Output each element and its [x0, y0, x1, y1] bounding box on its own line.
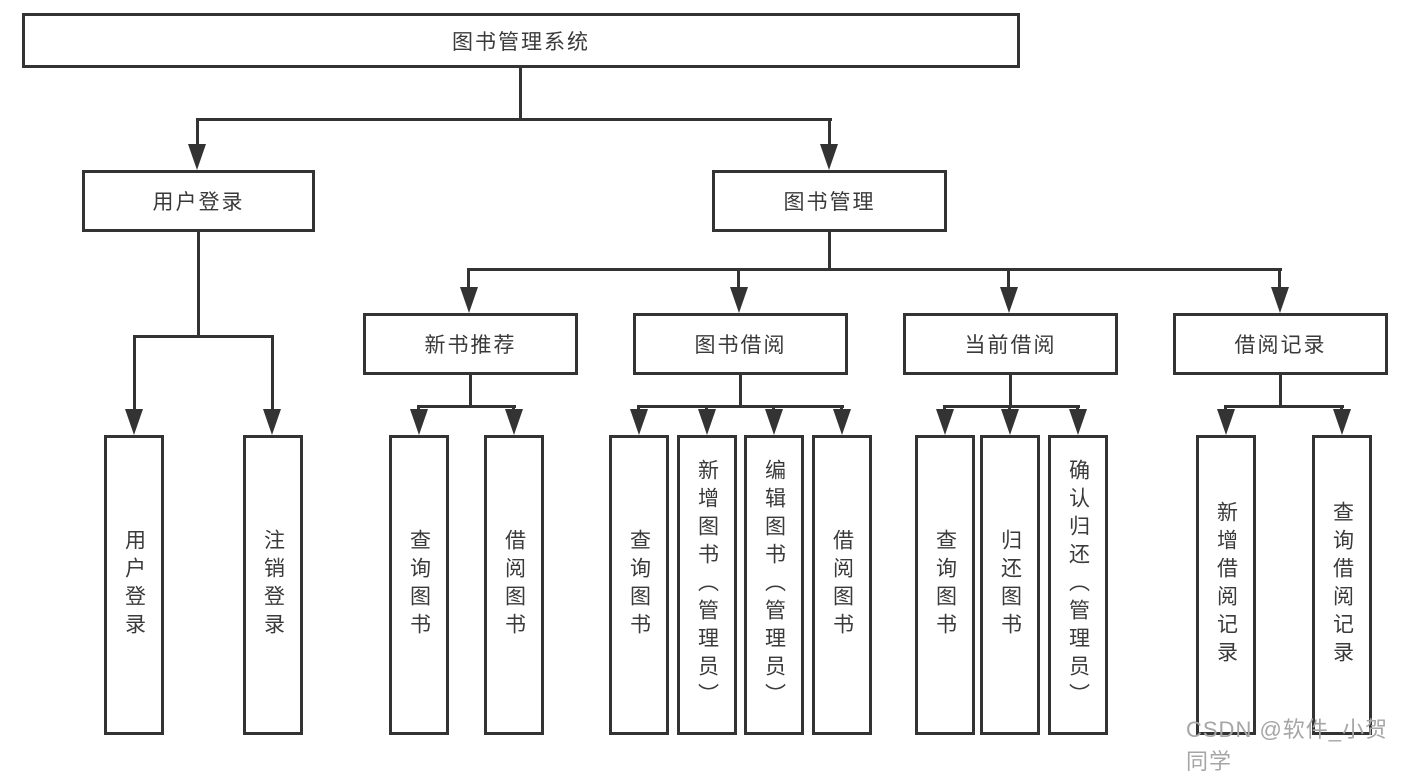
leaf-user-login: 用户登录: [104, 435, 164, 735]
connector-line: [828, 232, 831, 270]
leaf-query-books-2-label: 查询图书: [627, 529, 651, 641]
arrow-down-icon: [936, 409, 954, 435]
connector-line: [196, 118, 199, 148]
leaf-confirm-return-admin: 确认归还（管理员）: [1048, 435, 1108, 735]
connector-line: [1278, 268, 1281, 292]
connector-line: [1225, 405, 1344, 408]
arrow-down-icon: [410, 409, 428, 435]
leaf-query-books-1: 查询图书: [389, 435, 449, 735]
node-library-system: 图书管理系统: [22, 13, 1020, 68]
leaf-confirm-return-admin-label: 确认归还（管理员）: [1066, 459, 1090, 711]
leaf-borrow-books-1: 借阅图书: [484, 435, 544, 735]
leaf-logout-label: 注销登录: [261, 529, 285, 641]
arrow-down-icon: [630, 409, 648, 435]
watermark-text: CSDN @软件_小贺同学: [1186, 717, 1389, 774]
arrow-down-icon: [263, 409, 281, 435]
connector-line: [1007, 268, 1010, 292]
connector-line: [1009, 375, 1012, 407]
arrow-down-icon: [765, 409, 783, 435]
leaf-query-borrow-record-label: 查询借阅记录: [1330, 501, 1354, 669]
leaf-return-books: 归还图书: [980, 435, 1040, 735]
arrow-down-icon: [1001, 409, 1019, 435]
leaf-add-borrow-record-label: 新增借阅记录: [1214, 501, 1238, 669]
arrow-down-icon: [1271, 287, 1289, 313]
connector-line: [467, 268, 470, 292]
diagram-canvas: 图书管理系统 用户登录 图书管理 新书推荐 图书借阅 当前借阅 借阅记录 用户登…: [22, 13, 1388, 774]
connector-line: [196, 118, 832, 121]
leaf-borrow-books-1-label: 借阅图书: [502, 529, 526, 641]
leaf-borrow-books-2-label: 借阅图书: [830, 529, 854, 641]
arrow-down-icon: [833, 409, 851, 435]
node-user-login: 用户登录: [82, 170, 315, 232]
arrow-down-icon: [505, 409, 523, 435]
arrow-down-icon: [698, 409, 716, 435]
arrow-down-icon: [188, 144, 206, 170]
arrow-down-icon: [1333, 409, 1351, 435]
leaf-user-login-label: 用户登录: [122, 529, 146, 641]
connector-line: [133, 335, 136, 413]
leaf-add-book-admin: 新增图书（管理员）: [677, 435, 737, 735]
arrow-down-icon: [1069, 409, 1087, 435]
node-user-login-label: 用户登录: [152, 191, 245, 214]
node-borrow-records-label: 借阅记录: [1234, 334, 1327, 357]
node-book-borrow-label: 图书借阅: [694, 334, 787, 357]
connector-line: [418, 405, 516, 408]
leaf-edit-book-admin: 编辑图书（管理员）: [744, 435, 804, 735]
node-library-system-label: 图书管理系统: [452, 30, 590, 54]
connector-line: [737, 268, 740, 292]
leaf-return-books-label: 归还图书: [998, 529, 1022, 641]
leaf-logout: 注销登录: [243, 435, 303, 735]
leaf-borrow-books-2: 借阅图书: [812, 435, 872, 735]
leaf-query-books-3-label: 查询图书: [933, 529, 957, 641]
connector-line: [944, 405, 1080, 408]
node-book-management: 图书管理: [712, 170, 947, 232]
node-new-book-recommend: 新书推荐: [363, 313, 578, 375]
connector-line: [197, 232, 200, 337]
connector-line: [133, 335, 274, 338]
leaf-query-books-2: 查询图书: [609, 435, 669, 735]
connector-line: [739, 375, 742, 407]
connector-line: [519, 68, 522, 120]
connector-line: [271, 335, 274, 413]
node-book-management-label: 图书管理: [783, 191, 876, 214]
connector-line: [469, 375, 472, 407]
arrow-down-icon: [125, 409, 143, 435]
leaf-query-books-3: 查询图书: [915, 435, 975, 735]
leaf-edit-book-admin-label: 编辑图书（管理员）: [762, 459, 786, 711]
node-book-borrow: 图书借阅: [633, 313, 848, 375]
arrow-down-icon: [820, 144, 838, 170]
leaf-query-books-1-label: 查询图书: [407, 529, 431, 641]
node-borrow-records: 借阅记录: [1173, 313, 1388, 375]
node-current-borrow-label: 当前借阅: [964, 334, 1057, 357]
arrow-down-icon: [1217, 409, 1235, 435]
node-new-book-recommend-label: 新书推荐: [424, 334, 517, 357]
connector-line: [638, 405, 844, 408]
arrow-down-icon: [730, 287, 748, 313]
connector-line: [828, 118, 831, 148]
connector-line: [468, 268, 1282, 271]
leaf-add-book-admin-label: 新增图书（管理员）: [695, 459, 719, 711]
arrow-down-icon: [1000, 287, 1018, 313]
connector-line: [1279, 375, 1282, 407]
leaf-query-borrow-record: 查询借阅记录: [1312, 435, 1372, 735]
node-current-borrow: 当前借阅: [903, 313, 1118, 375]
arrow-down-icon: [460, 287, 478, 313]
leaf-add-borrow-record: 新增借阅记录: [1196, 435, 1256, 735]
